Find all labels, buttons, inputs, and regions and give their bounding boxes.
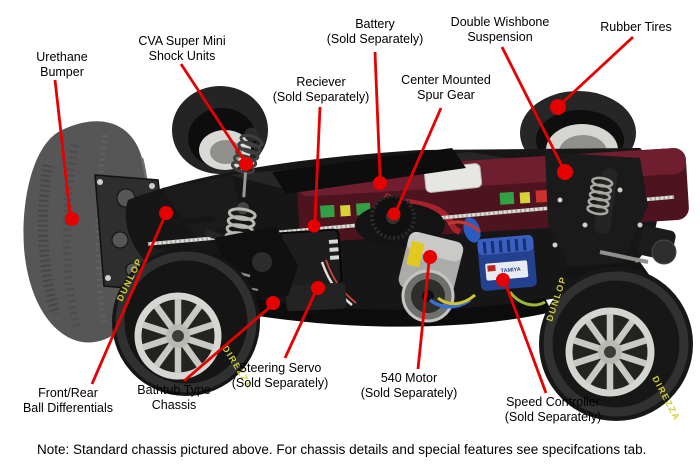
callout-dot-rubber-tires [550, 99, 566, 115]
callout-line-cva-shocks [179, 63, 246, 161]
label-receiver: Reciever (Sold Separately) [272, 75, 370, 104]
label-ball-differentials: Front/Rear Ball Differentials [22, 386, 114, 415]
label-speed-controller: Speed Controller (Sold Separately) [504, 395, 602, 424]
callout-line-rubber-tires [561, 35, 634, 105]
callout-line-battery [373, 51, 382, 178]
callout-dot-cva-shocks [239, 157, 253, 171]
callout-dot-double-wishbone [557, 164, 573, 180]
label-bathtub-chassis: Bathtub Type Chassis [137, 383, 211, 412]
callout-line-bathtub-chassis [183, 305, 271, 383]
callout-dot-ball-differentials [159, 206, 173, 220]
callout-line-urethane-bumper [53, 79, 72, 214]
callout-line-double-wishbone [500, 46, 565, 169]
callout-line-speed-controller [504, 284, 548, 394]
callout-dot-steering-servo [311, 281, 325, 295]
callout-dot-spur-gear [387, 207, 401, 221]
callout-line-steering-servo [283, 292, 317, 359]
callout-line-motor [416, 261, 431, 370]
callout-dot-urethane-bumper [65, 212, 79, 226]
callout-dot-receiver [307, 219, 321, 233]
label-cva-shocks: CVA Super Mini Shock Units [138, 34, 226, 63]
callout-dot-motor [423, 250, 437, 264]
label-steering-servo: Steering Servo (Sold Separately) [231, 361, 329, 390]
callout-dot-battery [373, 176, 387, 190]
label-rubber-tires: Rubber Tires [600, 20, 672, 34]
speed-controller-part: TAMIYA [428, 217, 546, 309]
label-battery: Battery (Sold Separately) [326, 17, 424, 46]
steering-servo-part [285, 282, 347, 312]
callout-line-spur-gear [395, 107, 443, 210]
label-double-wishbone: Double Wishbone Suspension [450, 15, 550, 44]
esc-label-text: TAMIYA [500, 267, 521, 275]
callout-dot-bathtub-chassis [266, 296, 280, 310]
callout-line-ball-differentials [90, 217, 166, 385]
label-spur-gear: Center Mounted Spur Gear [401, 73, 491, 102]
callouts [53, 35, 634, 394]
callout-dot-speed-controller [496, 273, 510, 287]
label-urethane-bumper: Urethane Bumper [36, 50, 88, 79]
note-text: Note: Standard chassis pictured above. F… [37, 442, 647, 457]
label-motor: 540 Motor (Sold Separately) [360, 371, 458, 400]
callout-line-receiver [313, 106, 322, 221]
